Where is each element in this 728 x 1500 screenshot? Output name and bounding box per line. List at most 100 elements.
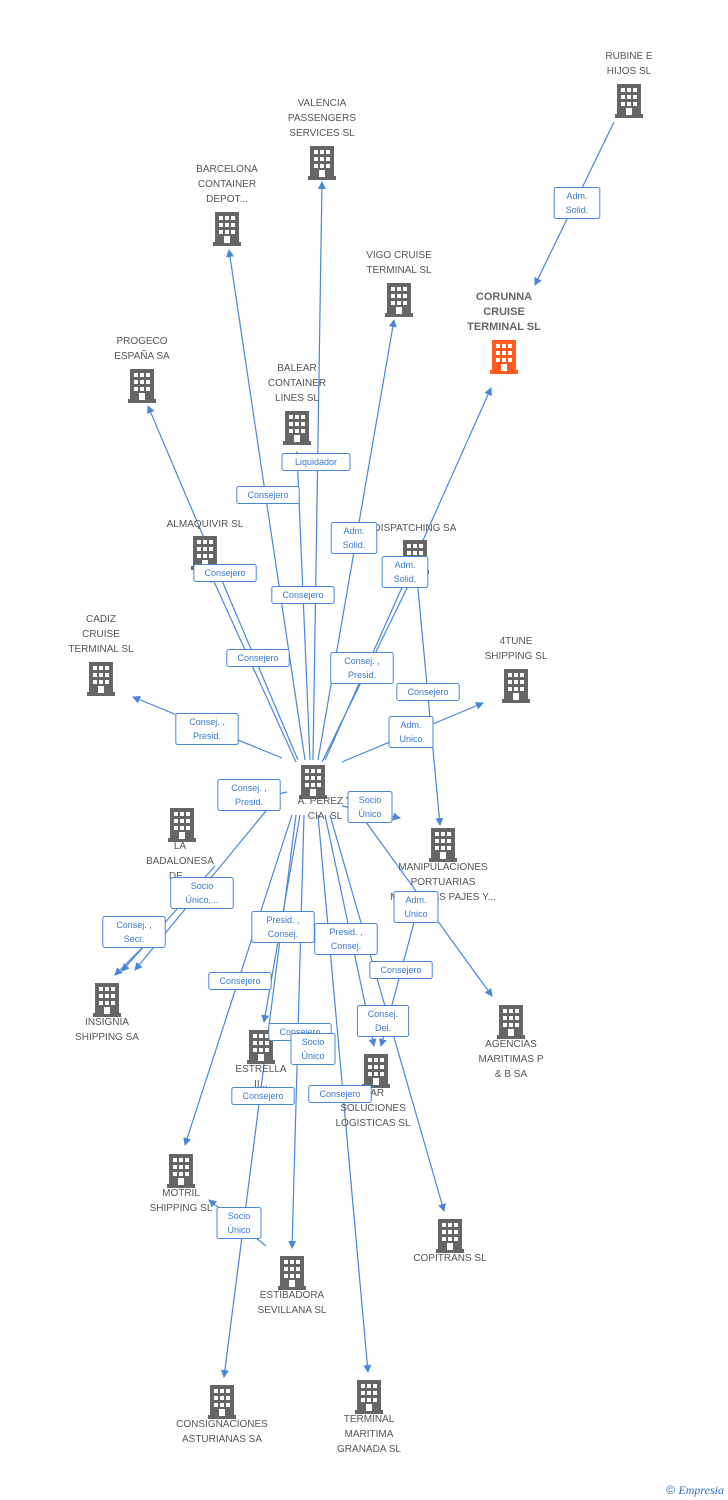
- company-label: DEPOT...: [206, 194, 248, 205]
- company-label: 4TUNE: [500, 636, 533, 647]
- role-badge-text: Presid.: [193, 731, 221, 741]
- role-badge[interactable]: SocioÚnico,...: [170, 877, 234, 909]
- role-badge-box: [553, 187, 601, 219]
- company-label: VIGO CRUISE: [366, 250, 432, 261]
- role-badge-text: Único: [358, 809, 381, 819]
- role-badge[interactable]: Consejero: [231, 1087, 295, 1105]
- company-label: INSIGNIA: [85, 1017, 129, 1028]
- company-node-insignia[interactable]: INSIGNIA SHIPPING SA: [75, 983, 139, 1043]
- role-badge-text: Consejero: [380, 965, 421, 975]
- role-badge-text: Adm.: [394, 560, 415, 570]
- role-badge[interactable]: Consejero: [369, 961, 433, 979]
- role-badge-box: [175, 713, 239, 745]
- role-badge[interactable]: Presid. , Consej.: [251, 911, 315, 943]
- building-icon: [497, 1005, 525, 1039]
- company-label: PORTUARIAS: [411, 877, 476, 888]
- footer-brand[interactable]: © Empresia: [666, 1483, 724, 1498]
- company-label: ESTIBADORA: [260, 1290, 325, 1301]
- role-badge-text: Único: [227, 1225, 250, 1235]
- role-badge[interactable]: Consejero: [396, 683, 460, 701]
- company-node-almaquivir[interactable]: ALMAQUIVIR SL: [167, 519, 244, 570]
- company-label: ESPAÑA SA: [114, 349, 170, 362]
- company-label: CRUISE: [82, 629, 120, 640]
- company-node-barcelona[interactable]: BARCELONACONTAINERDEPOT...: [196, 164, 258, 246]
- company-label: TERMINAL SL: [467, 321, 541, 333]
- copyright-icon: ©: [666, 1483, 676, 1497]
- role-badge[interactable]: Consej. ,Secr.: [102, 916, 166, 948]
- company-label: SHIPPING SA: [75, 1032, 139, 1043]
- company-label: CADIZ: [86, 614, 116, 625]
- role-badge-text: Adm.: [400, 720, 421, 730]
- role-badge-box: [271, 586, 335, 604]
- role-badge-text: Adm.: [343, 526, 364, 536]
- company-label: BADALONESA: [146, 856, 214, 867]
- company-node-badalonesa[interactable]: LA BADALONESA DE...: [146, 808, 214, 882]
- role-badge-box: [308, 1085, 372, 1103]
- company-label: PROGECO: [116, 336, 167, 347]
- company-label: CONTAINER: [268, 378, 326, 389]
- company-label: LA: [174, 841, 187, 852]
- company-node-4tune[interactable]: 4TUNE SHIPPING SL: [485, 636, 548, 703]
- role-badge[interactable]: Consejero: [271, 586, 335, 604]
- company-node-dispatching[interactable]: DISPATCHING SA: [374, 523, 457, 574]
- role-badge[interactable]: Consejero: [308, 1085, 372, 1103]
- role-badge[interactable]: Consej. ,Presid.: [217, 779, 281, 811]
- role-badge[interactable]: Presid. ,Consej.: [314, 923, 378, 955]
- role-badge[interactable]: Liquidador: [281, 453, 351, 471]
- role-badge-text: Socio: [191, 881, 214, 891]
- company-label: TERMINAL SL: [366, 265, 432, 276]
- role-badge-text: Presid. ,: [266, 915, 299, 925]
- building-icon: [128, 369, 156, 403]
- role-badge-text: Adm.: [405, 895, 426, 905]
- role-badge[interactable]: Consej. ,Presid.: [175, 713, 239, 745]
- role-badge-text: Consejero: [219, 976, 260, 986]
- company-node-copitrans[interactable]: COPITRANS SL: [413, 1219, 487, 1264]
- role-badge-text: Solid.: [343, 540, 366, 550]
- building-icon: [436, 1219, 464, 1253]
- building-icon: [615, 84, 643, 118]
- role-badge[interactable]: Adm.Unico: [388, 716, 434, 748]
- role-badge[interactable]: Consejero: [236, 486, 300, 504]
- relationship-edge: [147, 405, 299, 761]
- role-badge[interactable]: Consej.Del.: [356, 1005, 410, 1037]
- role-badge[interactable]: Consejero: [208, 972, 272, 990]
- company-label: MAR: [362, 1088, 384, 1099]
- role-badge[interactable]: Consejero: [193, 564, 257, 582]
- role-badge[interactable]: Adm. Solid.: [330, 522, 378, 554]
- company-label: BALEAR: [277, 363, 316, 374]
- role-badge-text: Liquidador: [295, 457, 337, 467]
- company-label: DE...: [169, 871, 191, 882]
- company-node-vigo[interactable]: VIGO CRUISE TERMINAL SL: [366, 250, 432, 317]
- company-label: SHIPPING SL: [485, 651, 548, 662]
- company-node-progeco[interactable]: PROGECO ESPAÑA SA: [114, 336, 170, 403]
- role-badge[interactable]: Adm.Solid.: [553, 187, 601, 219]
- company-label: MARITIMA: [345, 1429, 394, 1440]
- company-node-estrella[interactable]: ESTRELLAII...: [235, 1030, 287, 1090]
- role-badge-box: [347, 791, 393, 823]
- role-badge[interactable]: Consej. ,Presid.: [330, 652, 394, 684]
- role-badge-text: Consej.: [268, 929, 299, 939]
- role-badge-text: Solid.: [566, 205, 589, 215]
- building-icon: [168, 808, 196, 842]
- role-badge-box: [193, 564, 257, 582]
- role-badge[interactable]: Adm.Unico: [393, 891, 439, 923]
- role-badge[interactable]: Adm.Solid.: [381, 556, 429, 588]
- role-badge[interactable]: Consejero: [226, 649, 290, 667]
